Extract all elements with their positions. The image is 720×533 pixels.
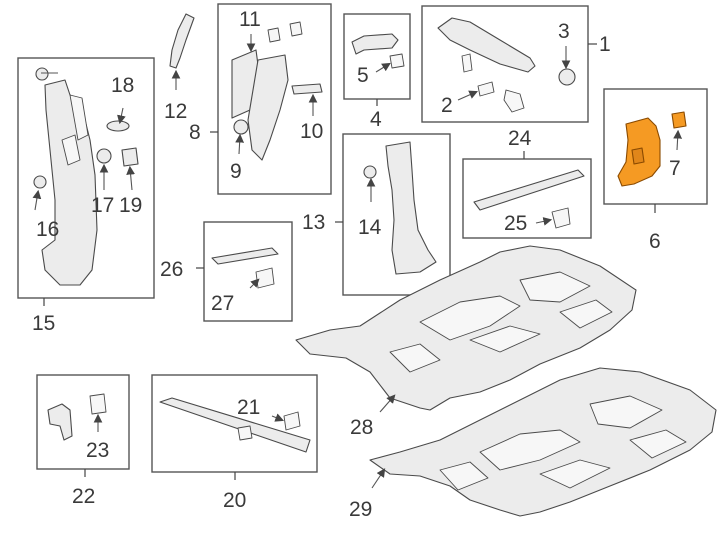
part-12-handle bbox=[169, 13, 195, 69]
part-8-pillar bbox=[247, 54, 289, 161]
group-6-box bbox=[603, 88, 708, 213]
group-15-box bbox=[17, 57, 155, 306]
part-14-clip bbox=[363, 165, 377, 179]
label-2: 2 bbox=[441, 94, 453, 117]
part-1-trim bbox=[437, 17, 536, 73]
part-20-sill bbox=[159, 397, 311, 453]
label-1: 1 bbox=[599, 33, 611, 56]
label-4: 4 bbox=[370, 108, 382, 131]
label-3: 3 bbox=[558, 20, 570, 43]
part-25-clip bbox=[551, 207, 571, 229]
part-23-clip bbox=[89, 393, 107, 415]
label-25: 25 bbox=[504, 212, 527, 235]
part-29-carpet bbox=[369, 367, 717, 517]
label-13: 13 bbox=[302, 211, 325, 234]
part-16-clip bbox=[33, 175, 47, 189]
label-22: 22 bbox=[72, 485, 95, 508]
label-8: 8 bbox=[189, 121, 201, 144]
label-12: 12 bbox=[164, 100, 187, 123]
group-26-box bbox=[196, 221, 293, 322]
group-4-box bbox=[343, 13, 411, 106]
group-22-box bbox=[36, 374, 130, 477]
group-12 bbox=[169, 13, 195, 90]
part-7-clip bbox=[671, 111, 687, 129]
label-10: 10 bbox=[300, 120, 323, 143]
part-17-clip bbox=[96, 148, 112, 164]
group-20-box bbox=[151, 374, 318, 480]
label-24: 24 bbox=[508, 127, 532, 150]
label-20: 20 bbox=[223, 489, 246, 512]
part-5-cover bbox=[389, 53, 405, 69]
label-6: 6 bbox=[649, 230, 661, 253]
label-17: 17 bbox=[91, 194, 114, 217]
label-26: 26 bbox=[160, 258, 183, 281]
group-24-box bbox=[462, 151, 592, 239]
part-27-clip bbox=[255, 267, 275, 289]
part-28-carpet bbox=[295, 245, 637, 413]
label-23: 23 bbox=[86, 439, 109, 462]
part-22-bracket bbox=[47, 403, 73, 441]
label-5: 5 bbox=[357, 64, 369, 87]
part-2-clip bbox=[477, 81, 495, 97]
label-15: 15 bbox=[32, 312, 55, 335]
group-8-box bbox=[210, 3, 332, 195]
label-7: 7 bbox=[669, 157, 681, 180]
label-14: 14 bbox=[358, 216, 382, 239]
label-16: 16 bbox=[36, 218, 59, 241]
label-29: 29 bbox=[349, 498, 372, 521]
part-19-clip bbox=[121, 147, 139, 167]
label-21: 21 bbox=[237, 396, 260, 419]
part-9-clip bbox=[233, 119, 249, 135]
label-11: 11 bbox=[239, 8, 261, 31]
label-9: 9 bbox=[230, 160, 242, 183]
part-3-clip bbox=[558, 68, 576, 86]
part-21-clip bbox=[283, 411, 301, 431]
group-13-box bbox=[335, 133, 451, 296]
group-1-box bbox=[421, 5, 597, 123]
part-26-plate bbox=[211, 247, 279, 265]
label-28: 28 bbox=[350, 416, 373, 439]
label-19: 19 bbox=[119, 194, 142, 217]
part-4-handle bbox=[351, 33, 399, 55]
part-13-pillar bbox=[385, 141, 437, 275]
part-24-sill-plate bbox=[473, 169, 585, 211]
part-10-handle bbox=[291, 83, 323, 95]
label-27: 27 bbox=[211, 292, 234, 315]
part-18-handle bbox=[106, 120, 130, 132]
label-18: 18 bbox=[111, 74, 134, 97]
